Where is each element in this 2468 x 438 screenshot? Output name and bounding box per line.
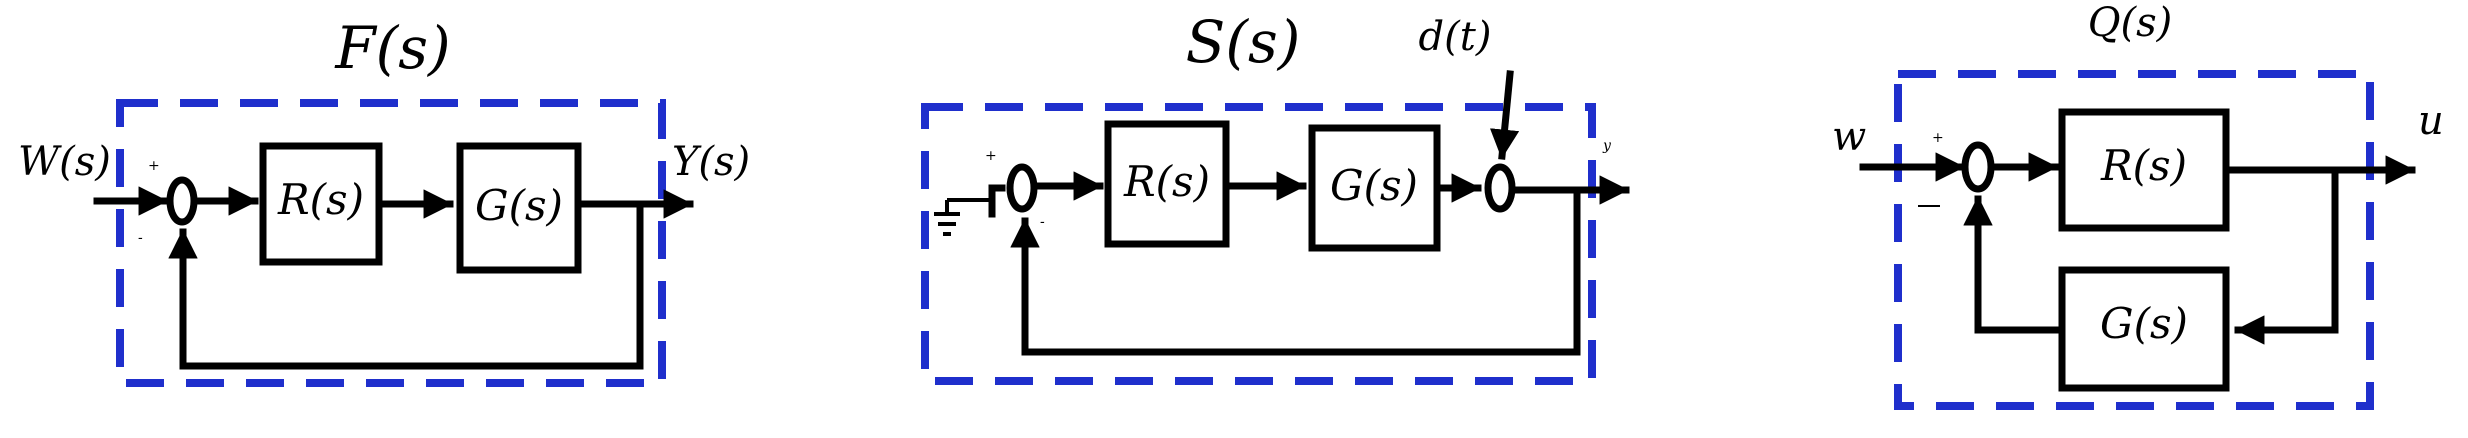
block-g-label-s: G(s) [1330, 161, 1418, 210]
summing-junction-f [166, 176, 198, 226]
frame-q [1894, 70, 2374, 410]
block-g-label: G(s) [475, 181, 563, 230]
title-f: F(s) [334, 14, 450, 82]
diagram-q: Q(s) w u + R(s) G(s) [1832, 0, 2444, 410]
block-g-s [1308, 124, 1441, 252]
block-r-label: R(s) [277, 175, 364, 224]
diagram-f: F(s) W(s) + - R(s) G(s) Y(s) [18, 14, 750, 387]
input-label-w: W(s) [18, 139, 111, 185]
block-g-q [2058, 266, 2230, 392]
title-s: S(s) [1186, 8, 1301, 76]
title-q: Q(s) [2088, 0, 2173, 46]
feedback-path-s [1010, 186, 1581, 356]
plus-sign-s: + [985, 148, 997, 164]
minus-sign-s: - [1040, 214, 1045, 230]
wire-branch-to-g [2234, 166, 2339, 345]
block-r-f [259, 142, 383, 266]
summing-junction-s1 [1006, 163, 1038, 213]
frame-f [116, 99, 666, 387]
summing-junction-q [1961, 141, 1995, 193]
feedback-path-f [168, 200, 644, 370]
plus-sign-q: + [1932, 130, 1944, 146]
frame-s [921, 103, 1596, 385]
summing-junction-s2 [1484, 163, 1516, 213]
block-g-label-q: G(s) [2100, 299, 2188, 348]
feedback-path-q [1963, 195, 2066, 334]
output-mark-s: y [1602, 138, 1612, 154]
block-r-label-s: R(s) [1123, 157, 1210, 206]
output-label-u: u [2418, 98, 2444, 144]
block-g-f [456, 142, 582, 274]
ground-icon [934, 184, 1006, 236]
plus-sign: + [148, 158, 160, 174]
block-r-s [1104, 120, 1230, 248]
wire-disturbance [1489, 70, 1520, 160]
input-label-w-q: w [1832, 114, 1866, 160]
diagram-s: S(s) d(t) + - R(s) G(s) y [921, 8, 1630, 385]
output-label-y: Y(s) [672, 139, 750, 185]
block-r-label-q: R(s) [2100, 141, 2187, 190]
minus-sign: - [138, 230, 143, 246]
disturbance-label-d: d(t) [1419, 14, 1492, 60]
